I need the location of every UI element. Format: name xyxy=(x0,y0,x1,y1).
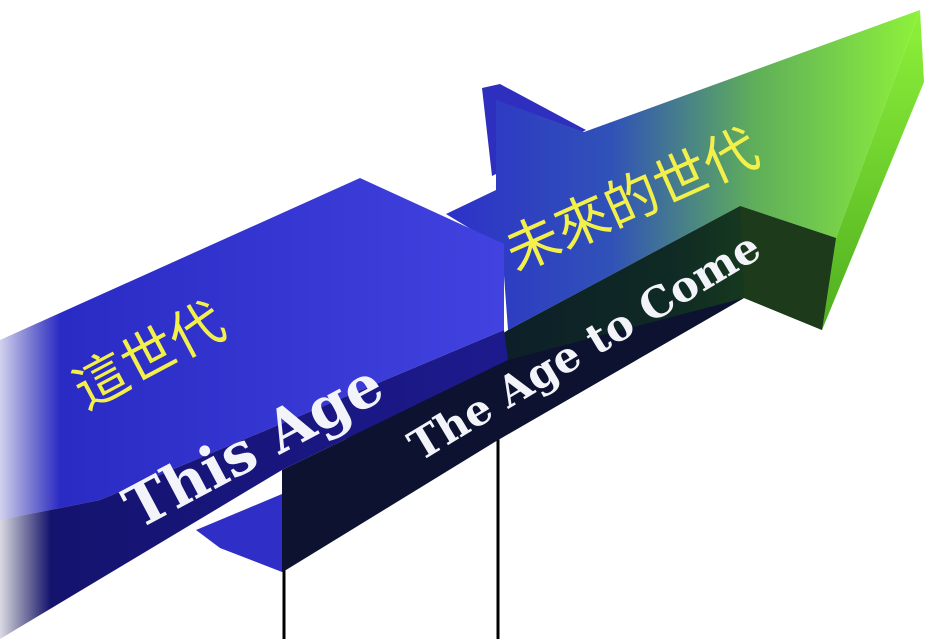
this-age-top-face xyxy=(0,178,504,520)
this-age-front-face xyxy=(0,330,508,639)
age-to-come-top-face xyxy=(446,10,920,330)
lower-band xyxy=(282,298,744,572)
arrow-head-front xyxy=(740,206,836,330)
arrow-head-side xyxy=(822,10,924,330)
this-age-step-block xyxy=(196,494,282,572)
